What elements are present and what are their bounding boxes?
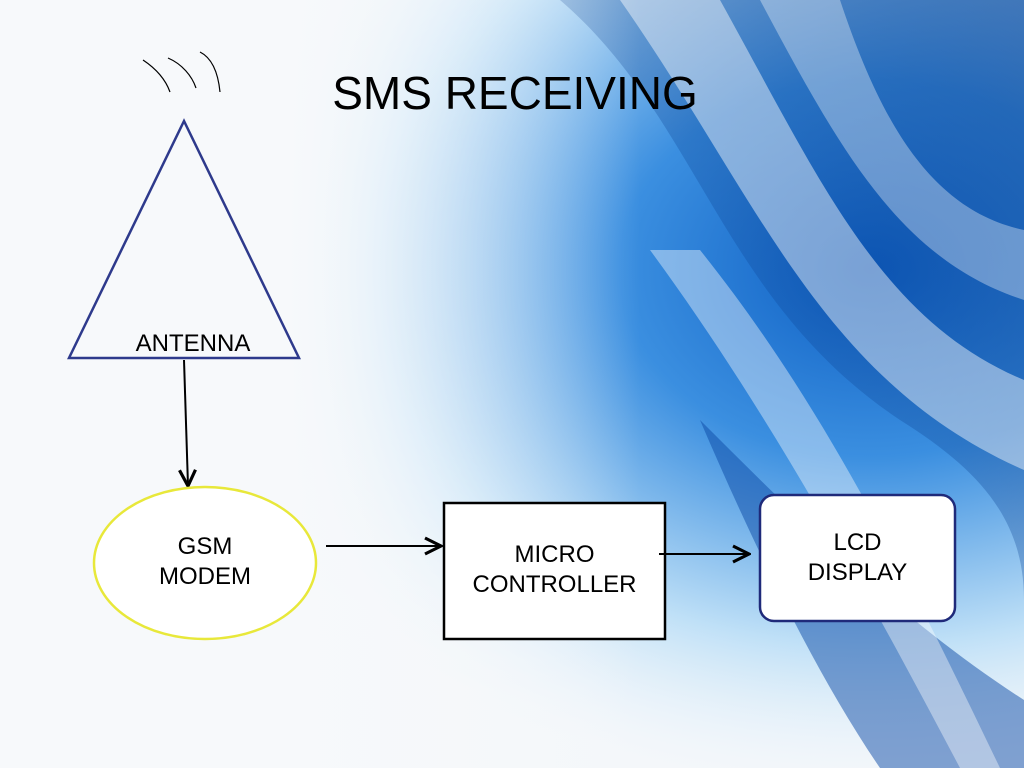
signal-waves-icon	[142, 51, 221, 93]
microcontroller-box	[442, 501, 667, 641]
slide-title: SMS RECEIVING	[332, 67, 698, 119]
antenna-label: ANTENNA	[135, 330, 251, 357]
lcd-display-box	[758, 493, 957, 623]
arrow-antenna-to-modem	[184, 359, 188, 486]
antenna-triangle	[67, 118, 301, 360]
lcd-display-label: LCD DISPLAY	[807, 529, 908, 586]
gsm-modem-label: GSM MODEM	[159, 533, 251, 590]
microcontroller-label: MICRO CONTROLLER	[472, 541, 637, 598]
gsm-modem-ellipse	[92, 485, 318, 641]
